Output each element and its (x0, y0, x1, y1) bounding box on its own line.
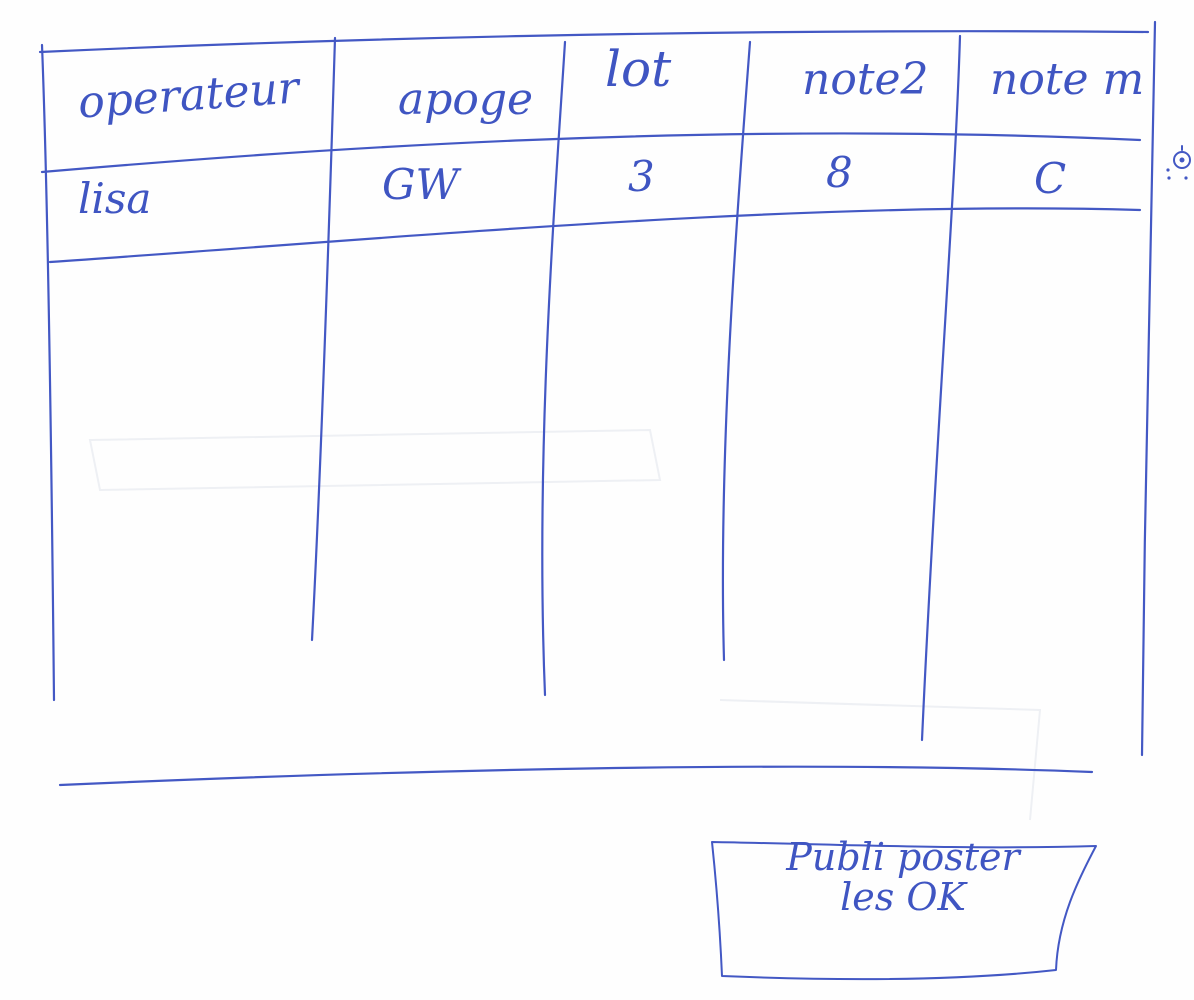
row-divider (48, 207, 1142, 264)
table-cell-note2: 8 (826, 148, 853, 197)
column-header-note2[interactable]: note2 (802, 54, 929, 105)
publish-posters-button[interactable]: Publi poster les OK (708, 830, 1098, 990)
table-cell-apoge: GW (382, 160, 459, 209)
col-divider-2 (541, 40, 567, 697)
table-top-border (38, 30, 1150, 54)
column-header-note-m[interactable]: note m (990, 54, 1145, 105)
publish-button-label-line1: Publi poster (786, 835, 1020, 879)
column-header-lot[interactable]: lot (605, 40, 672, 98)
gear-icon[interactable] (1164, 138, 1194, 190)
table-cell-note-m: C (1034, 154, 1067, 203)
publish-button-label: Publi poster les OK (768, 835, 1038, 919)
table-cell-operateur: lisa (78, 174, 152, 223)
column-header-apoge[interactable]: apoge (398, 74, 534, 125)
table-bottom-line (58, 765, 1094, 787)
col-divider-3 (721, 40, 752, 662)
table-right-border (1140, 20, 1157, 757)
col-divider-1 (310, 36, 337, 642)
header-divider (40, 132, 1142, 174)
table-left-border (40, 43, 56, 702)
col-divider-4 (920, 34, 962, 742)
table-cell-lot: 3 (628, 152, 655, 201)
publish-button-label-line2: les OK (840, 874, 966, 919)
